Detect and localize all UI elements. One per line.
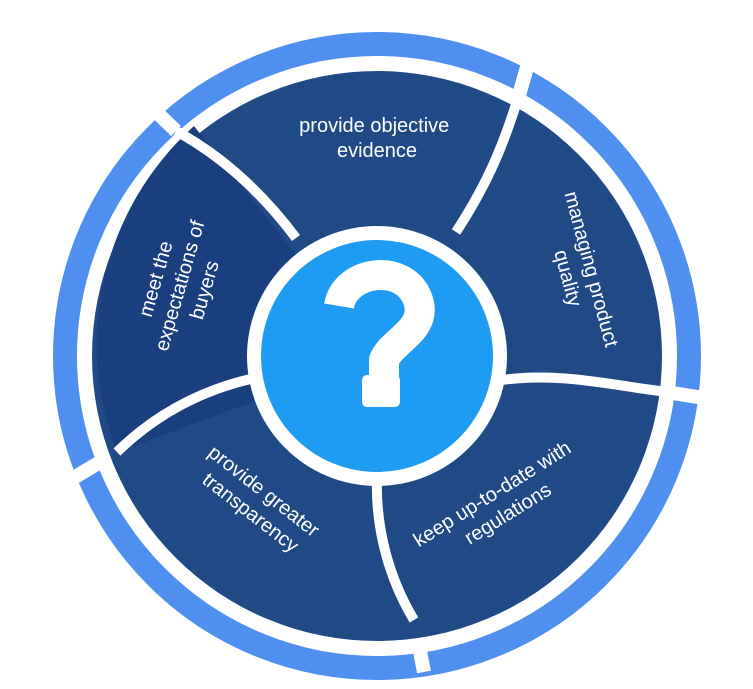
segment-label-provide-objective-evidence: provide objective evidence: [299, 115, 455, 162]
question-mark-icon: [324, 260, 435, 407]
outer-ring: [53, 32, 712, 680]
segment-divider: [501, 372, 661, 396]
segment-divider: [371, 475, 419, 623]
outer-ring-band: [53, 32, 701, 680]
outer-ring-gap: [66, 445, 121, 487]
label-line: evidence: [337, 140, 417, 162]
segment-divider: [113, 373, 257, 456]
label-line: provide objective: [299, 115, 449, 137]
question-mark-hook: [324, 260, 435, 378]
outer-ring-gap: [658, 384, 712, 406]
outer-ring-gap: [512, 48, 539, 97]
question-mark-dot: [362, 375, 400, 407]
segment-divider: [173, 126, 300, 242]
segment-divider: [451, 93, 524, 235]
center-hub: [247, 226, 507, 486]
outer-ring-gap: [135, 90, 181, 137]
